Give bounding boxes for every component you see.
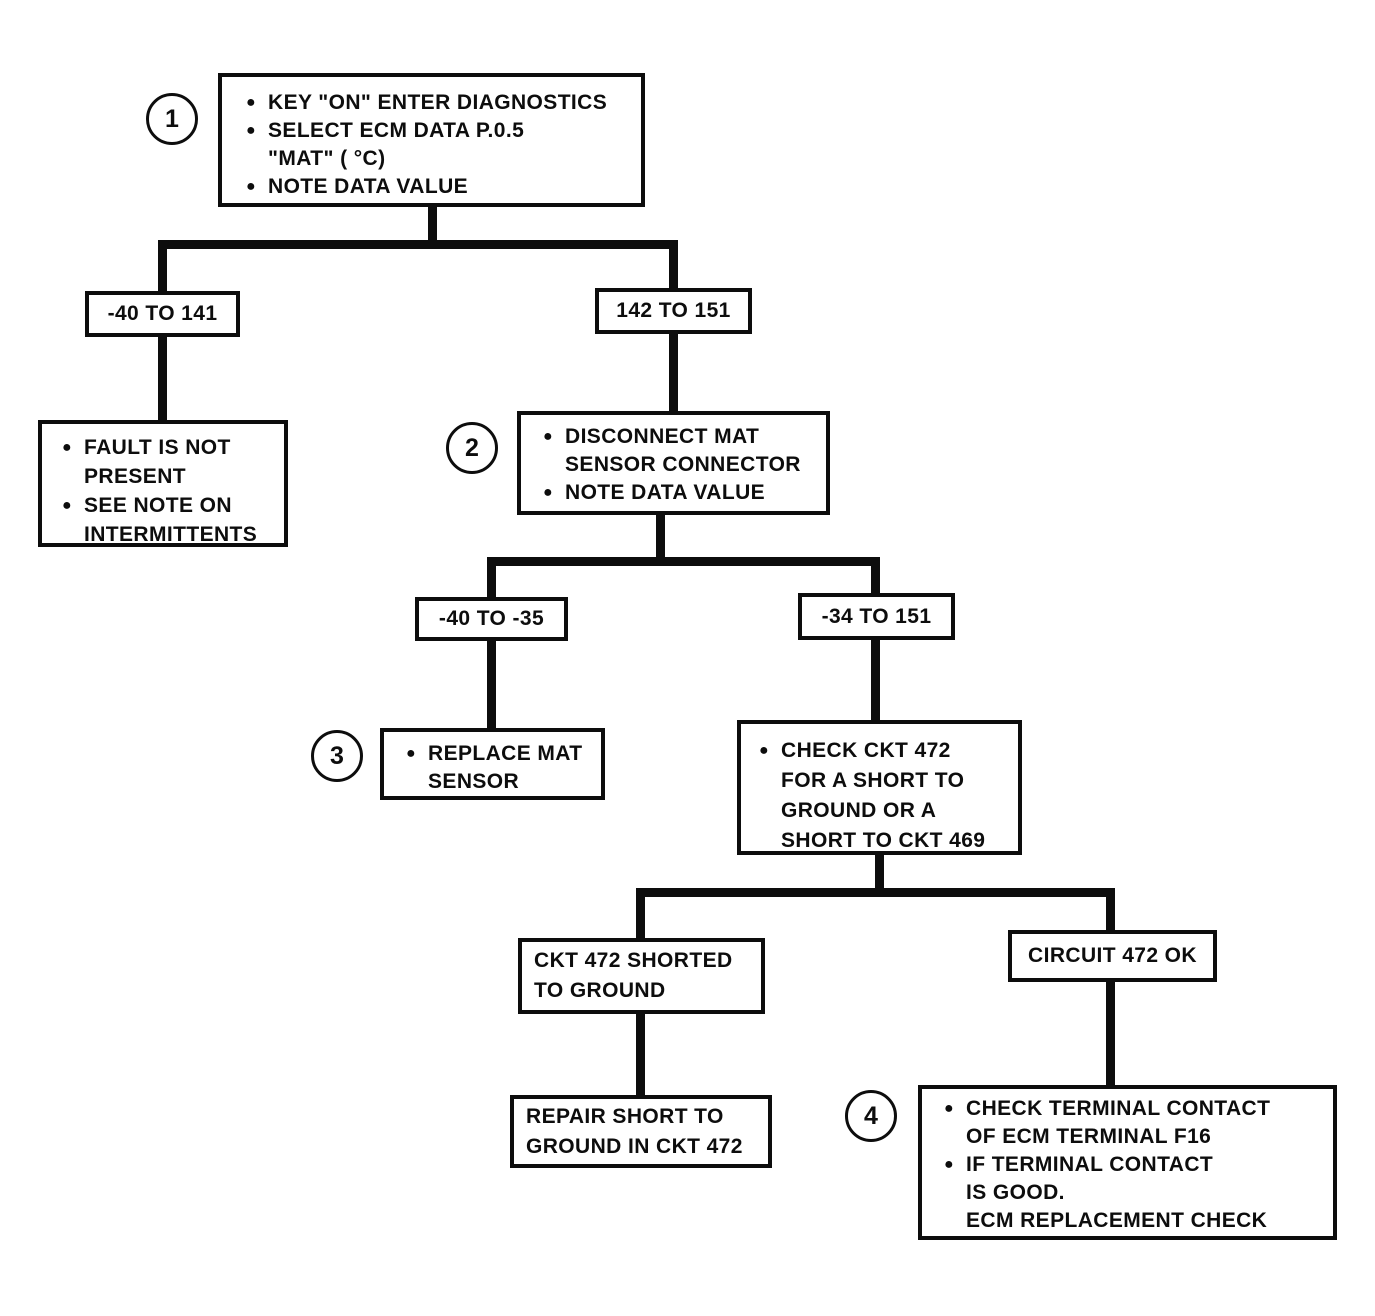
bullet-icon: ● [61,439,73,456]
step-circle-4: 4 [845,1090,897,1142]
node-repair-short: REPAIR SHORT TO GROUND IN CKT 472 [510,1095,772,1168]
bullet-item: ● SELECT ECM DATA P.0.5 "MAT" ( °C) [234,117,635,173]
range-label: -40 TO -35 [438,607,545,630]
connector-split3-left-drop [636,888,645,943]
bullet-icon: ● [943,1156,955,1173]
bullet-icon: ● [245,94,257,111]
step-number: 1 [165,104,179,133]
range-label: 142 TO 151 [616,299,731,322]
bullet-item: ● NOTE DATA VALUE [234,173,635,201]
node-disconnect-sensor: ● DISCONNECT MAT SENSOR CONNECTOR ● NOTE… [517,411,830,515]
range-label: -34 TO 151 [821,604,932,628]
bullet-text: KEY "ON" ENTER DIAGNOSTICS [268,91,608,114]
bullet-text: NOTE DATA VALUE [268,175,469,198]
bullet-text: NOTE DATA VALUE [565,481,766,504]
bullet-text: REPLACE MAT SENSOR [428,742,583,793]
bullet-icon: ● [542,484,554,501]
connector-split3-bar [636,888,1115,897]
connector-step1-stem [428,203,437,249]
connector-ok-to-step4 [1106,980,1115,1090]
bullet-icon: ● [542,428,554,445]
bullet-text: SEE NOTE ON INTERMITTENTS [84,494,258,546]
bullet-item: ● DISCONNECT MAT SENSOR CONNECTOR [531,423,822,479]
connector-split2-left-drop [487,557,496,602]
decision-range-neg40-to-neg35: -40 TO -35 [415,597,568,641]
bullet-text: FAULT IS NOT PRESENT [84,436,231,488]
connector-range34-151-to-check [871,638,880,726]
bullet-text: DISCONNECT MAT SENSOR CONNECTOR [565,425,801,476]
connector-range142-151-to-step2 [669,332,678,416]
decision-range-neg34-to-151: -34 TO 151 [798,593,955,640]
bullet-item: ● IF TERMINAL CONTACT IS GOOD. ECM REPLA… [932,1151,1329,1235]
connector-split2-right-drop [871,557,880,598]
bullet-text: SELECT ECM DATA P.0.5 "MAT" ( °C) [268,119,525,170]
result-label: CKT 472 SHORTED TO GROUND [534,949,733,1002]
decision-circuit-472-ok: CIRCUIT 472 OK [1008,930,1217,982]
bullet-icon: ● [405,745,417,762]
connector-split3-right-drop [1106,888,1115,935]
bullet-icon: ● [245,122,257,139]
bullet-item: ● CHECK CKT 472 FOR A SHORT TO GROUND OR… [747,736,1014,856]
bullet-item: ● REPLACE MAT SENSOR [394,740,597,796]
node-check-ckt-472: ● CHECK CKT 472 FOR A SHORT TO GROUND OR… [737,720,1022,855]
connector-range40-35-to-step3 [487,639,496,734]
step-circle-2: 2 [446,422,498,474]
action-label: REPAIR SHORT TO GROUND IN CKT 472 [526,1104,743,1158]
connector-split1-right-drop [669,240,678,292]
connector-split1-bar [158,240,678,249]
bullet-icon: ● [758,742,770,759]
step-number: 2 [465,433,479,462]
connector-split1-left-drop [158,240,167,295]
connector-check-stem [875,853,884,896]
step-number: 4 [864,1101,878,1130]
node-check-terminal-contact: ● CHECK TERMINAL CONTACT OF ECM TERMINAL… [918,1085,1337,1240]
bullet-item: ● SEE NOTE ON INTERMITTENTS [50,491,280,549]
bullet-icon: ● [943,1100,955,1117]
bullet-item: ● NOTE DATA VALUE [531,479,822,507]
decision-range-142-to-151: 142 TO 151 [595,288,752,334]
connector-shorted-to-repair [636,1012,645,1100]
bullet-item: ● KEY "ON" ENTER DIAGNOSTICS [234,89,635,117]
bullet-item: ● FAULT IS NOT PRESENT [50,433,280,491]
step-circle-3: 3 [311,730,363,782]
bullet-icon: ● [245,178,257,195]
bullet-item: ● CHECK TERMINAL CONTACT OF ECM TERMINAL… [932,1095,1329,1151]
decision-ckt-472-shorted: CKT 472 SHORTED TO GROUND [518,938,765,1014]
bullet-text: CHECK CKT 472 FOR A SHORT TO GROUND OR A… [781,739,986,852]
connector-split2-bar [487,557,880,566]
node-enter-diagnostics: ● KEY "ON" ENTER DIAGNOSTICS ● SELECT EC… [218,73,645,207]
bullet-text: CHECK TERMINAL CONTACT OF ECM TERMINAL F… [966,1097,1271,1148]
bullet-icon: ● [61,497,73,514]
decision-range-neg40-to-141: -40 TO 141 [85,291,240,337]
node-fault-not-present: ● FAULT IS NOT PRESENT ● SEE NOTE ON INT… [38,420,288,547]
connector-range40-141-to-fault [158,335,167,425]
range-label: -40 TO 141 [107,302,218,325]
node-replace-sensor: ● REPLACE MAT SENSOR [380,728,605,800]
bullet-text: IF TERMINAL CONTACT IS GOOD. ECM REPLACE… [966,1153,1268,1232]
step-circle-1: 1 [146,93,198,145]
result-label: CIRCUIT 472 OK [1028,944,1197,967]
connector-step2-stem [656,513,665,563]
step-number: 3 [330,741,344,770]
